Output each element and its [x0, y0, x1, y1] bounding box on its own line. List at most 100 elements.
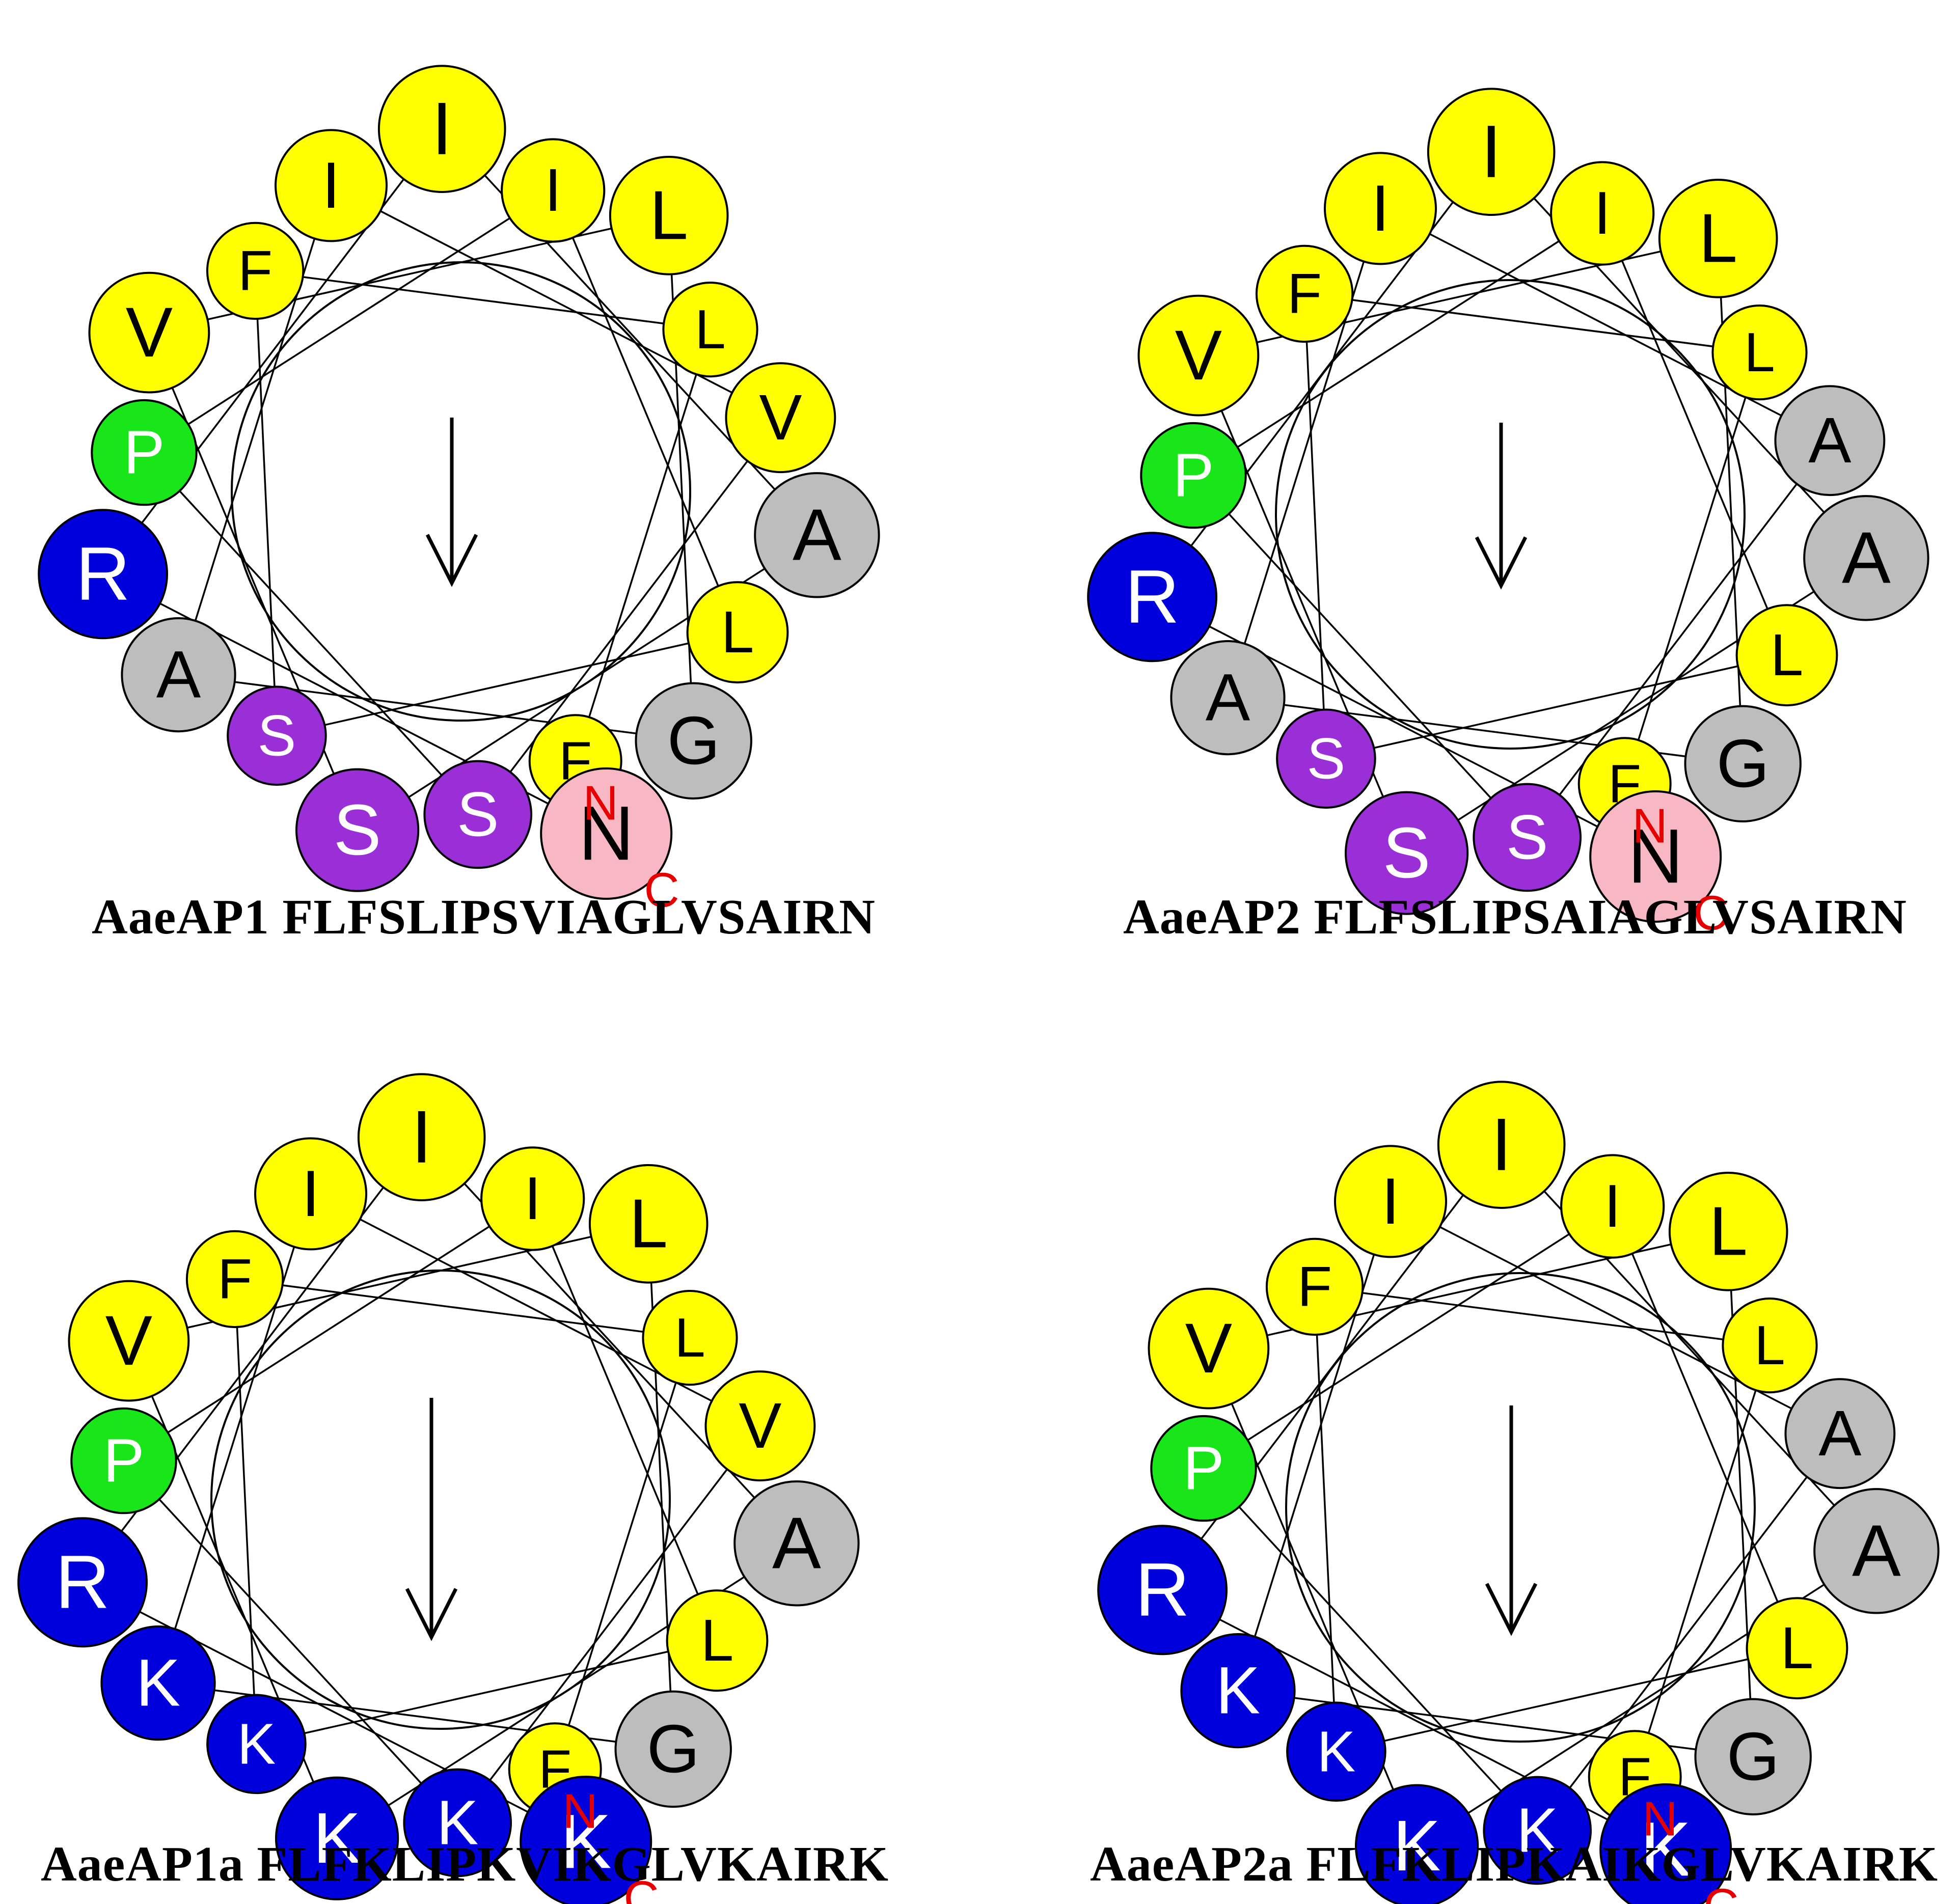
- residue-letter: P: [103, 1426, 145, 1495]
- residue-circle: [1286, 1701, 1386, 1802]
- residue-circle: [1658, 179, 1778, 298]
- backbone-connector: [123, 1460, 458, 1824]
- residue-circle: [1711, 305, 1808, 401]
- residue-circle: [377, 65, 506, 193]
- residue-letter: A: [793, 494, 841, 576]
- backbone-connector: [1336, 1647, 1798, 1753]
- residue-circle: [1560, 1154, 1665, 1259]
- backbone-connector: [1624, 352, 1761, 784]
- residue-circle: [1813, 1488, 1940, 1614]
- residue-letter: S: [457, 779, 499, 849]
- backbone-connector: [234, 1279, 258, 1744]
- residue-letter: V: [105, 1302, 152, 1380]
- residue-circle: [357, 1073, 486, 1201]
- residue-circle: [206, 222, 305, 320]
- backbone-connector: [277, 631, 738, 737]
- residue-circle: [1722, 1298, 1818, 1394]
- caption-sequence: FLFKLIPKVIKGLVKAIRK: [257, 1837, 889, 1892]
- residue-circle: [295, 768, 420, 892]
- caption-sequence: FLFSLIPSAIAGLVSAIRN: [1314, 890, 1907, 945]
- helical-wheel-aaeap2a: FLFKLIPKAIKGLVKAIRKNC: [1097, 1081, 1940, 1904]
- residue-circle: [1170, 640, 1286, 756]
- residue-circle: [1746, 1597, 1848, 1700]
- residue-letter: L: [701, 1607, 734, 1673]
- backbone-connector: [177, 185, 332, 675]
- residue-letter: I: [302, 1157, 320, 1230]
- residue-letter: K: [313, 1798, 361, 1878]
- backbone-connector: [1314, 1286, 1338, 1752]
- helix-axis-circle: [1285, 1272, 1756, 1743]
- backbone-connector: [1326, 654, 1787, 760]
- residue-circle: [704, 1370, 816, 1482]
- caption-aaeap2: AaeAP2 FLFSLIPSAIAGLVSAIRN: [1123, 889, 1907, 946]
- residue-letter: G: [667, 703, 720, 779]
- arrow-head-icon: [425, 534, 478, 587]
- residue-letter: F: [217, 1247, 252, 1311]
- caption-peptide-name: AaeAP2a: [1090, 1837, 1293, 1892]
- residue-circle: [1427, 88, 1556, 216]
- residue-letter: N: [1628, 813, 1683, 899]
- residue-circle: [614, 1690, 732, 1808]
- residue-letter: L: [1744, 322, 1775, 383]
- backbone-connector: [1380, 207, 1831, 441]
- residue-letter: A: [1206, 660, 1250, 735]
- residue-letter: I: [411, 1095, 432, 1178]
- residue-letter: L: [1699, 199, 1737, 277]
- residue-letter: K: [136, 1645, 180, 1720]
- residue-circle: [1774, 385, 1886, 496]
- caption-peptide-name: AaeAP1: [92, 890, 269, 945]
- caption-aaeap1a: AaeAP1a FLFKLIPKVIKGLVKAIRK: [41, 1836, 889, 1893]
- residue-letter: K: [1393, 1805, 1441, 1886]
- residue-letter: F: [238, 239, 273, 302]
- residue-letter: V: [126, 293, 173, 372]
- backbone-connector: [123, 1198, 533, 1462]
- residue-letter: F: [1297, 1255, 1332, 1318]
- caption-sequence: FLFSLIPSVIAGLVSAIRN: [282, 890, 876, 945]
- backbone-connector: [1612, 1206, 1798, 1649]
- residue-circle: [88, 271, 210, 394]
- residue-circle: [1550, 161, 1655, 266]
- residue-letter: I: [322, 149, 340, 222]
- residue-circle: [1473, 783, 1582, 892]
- residue-circle: [1265, 1237, 1364, 1336]
- residue-letter: P: [124, 418, 165, 487]
- residue-letter: I: [1481, 110, 1502, 193]
- backbone-connector: [456, 1425, 761, 1824]
- residue-circle: [1735, 604, 1838, 707]
- residue-letter: R: [75, 532, 130, 616]
- residue-letter: A: [1808, 404, 1851, 476]
- backbone-connector: [1303, 293, 1327, 759]
- backbone-connector: [1237, 1201, 1392, 1691]
- backbone-connector: [554, 1337, 691, 1770]
- residue-circle: [1097, 1525, 1228, 1655]
- residue-circle: [91, 399, 198, 506]
- residue-circle: [68, 1280, 190, 1402]
- residue-circle: [1140, 422, 1247, 529]
- residue-circle: [686, 581, 789, 684]
- backbone-connector: [552, 190, 739, 633]
- arrow-head-icon: [405, 1588, 458, 1641]
- residue-circle: [520, 1776, 652, 1904]
- c-terminus-label: C: [1693, 886, 1728, 940]
- n-terminus-label: N: [563, 1784, 598, 1839]
- backbone-connector: [1193, 212, 1603, 477]
- residue-circle: [588, 1164, 709, 1284]
- residue-circle: [17, 1517, 148, 1648]
- residue-circle: [1668, 1172, 1788, 1291]
- arrow-head-icon: [1475, 536, 1528, 590]
- residue-circle: [1437, 1081, 1566, 1209]
- residue-circle: [275, 1776, 399, 1900]
- residue-circle: [70, 1407, 177, 1514]
- residue-letter: R: [1125, 555, 1179, 639]
- residue-letter: L: [629, 1184, 668, 1262]
- residue-letter: I: [545, 157, 561, 224]
- residue-letter: I: [1371, 172, 1390, 245]
- caption-aaeap1: AaeAP1 FLFSLIPSVIAGLVSAIRN: [92, 889, 876, 946]
- backbone-connector: [1203, 1468, 1538, 1831]
- residue-letter: V: [739, 1390, 781, 1461]
- residue-letter: A: [1842, 517, 1891, 599]
